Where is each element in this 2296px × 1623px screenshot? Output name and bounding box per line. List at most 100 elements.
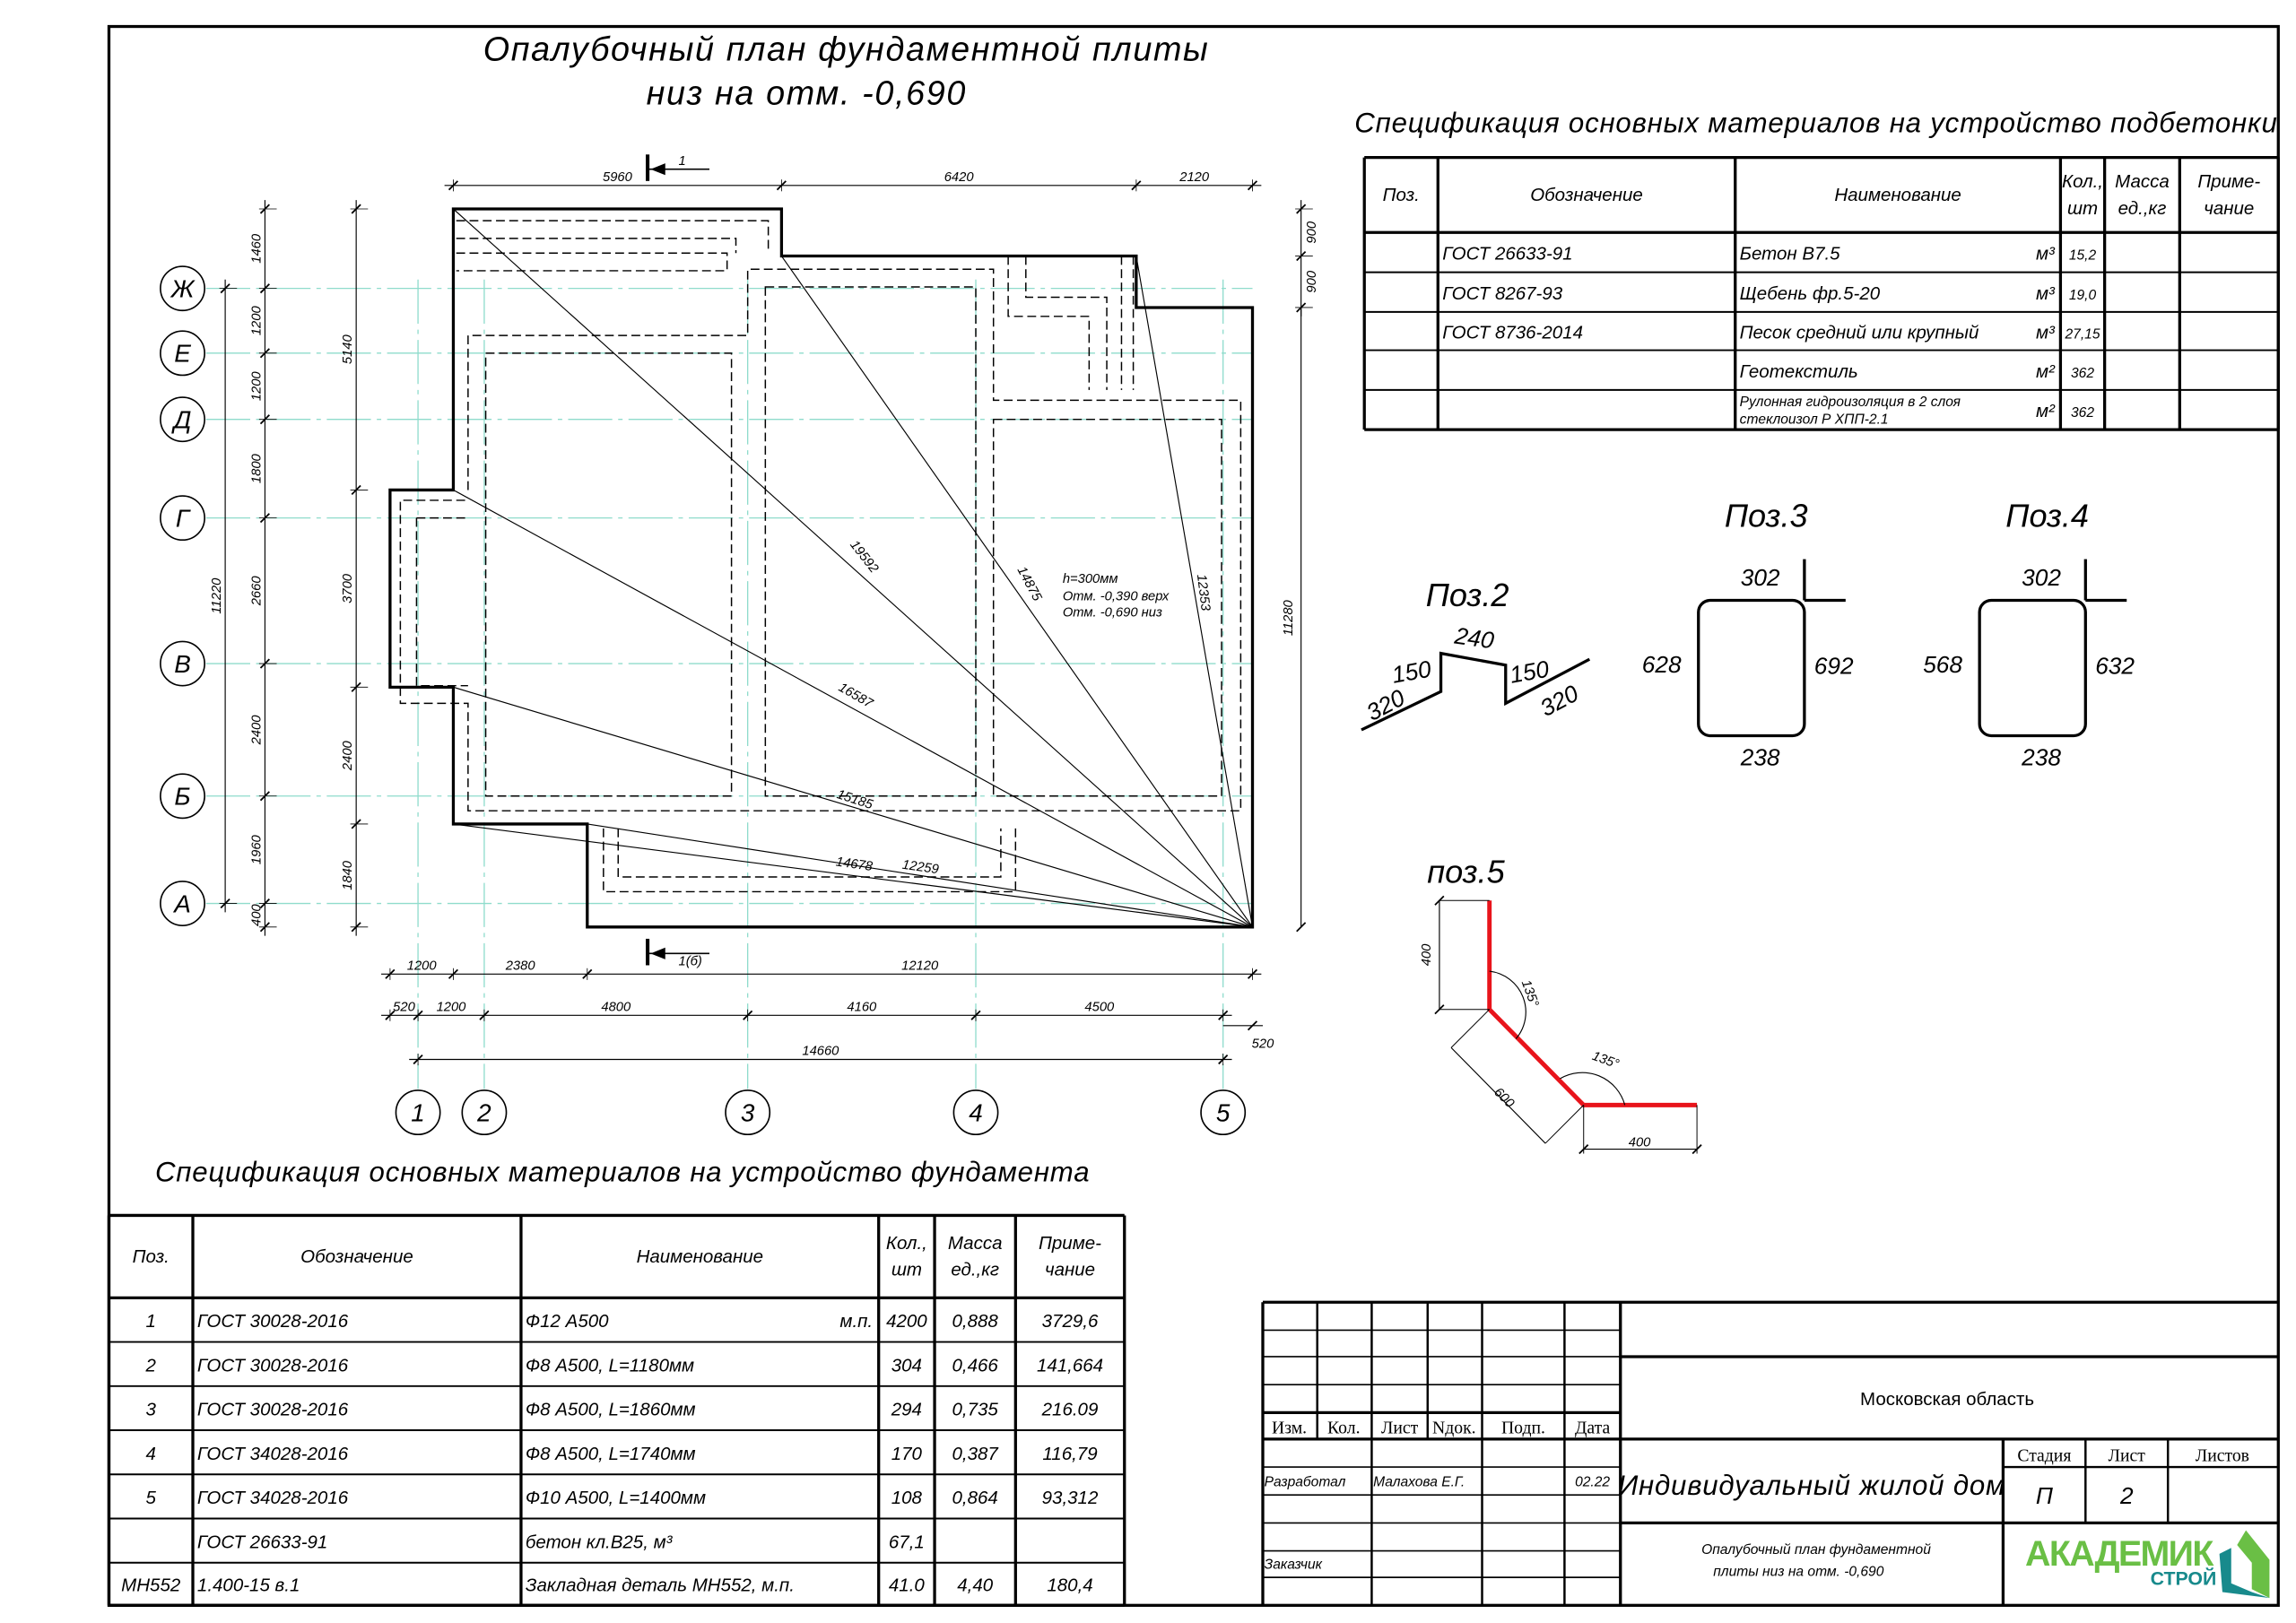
- axis-bubble-Д: [160, 396, 205, 443]
- bend-dimension: 400: [1629, 1135, 1651, 1150]
- axis-bubble-Б: [160, 773, 205, 820]
- table-header: шт: [891, 1260, 922, 1280]
- table-header: ед.,кг: [951, 1260, 999, 1280]
- tb-stage: П: [2036, 1482, 2054, 1509]
- diagonal-check-line: [780, 256, 1253, 928]
- cell-name: стеклоизол Р ХПП-2.1: [1740, 412, 1889, 428]
- axis-bubble-2: [461, 1089, 508, 1136]
- axis-bubble-В: [160, 640, 205, 687]
- logo-house-icon: [2219, 1548, 2270, 1599]
- dimension-value: 3700: [341, 573, 355, 603]
- dimension-value: 1460: [249, 233, 264, 264]
- bend-dimension: 150: [1390, 655, 1434, 689]
- cell-position: 3: [146, 1400, 157, 1420]
- axis-bubble-Е: [160, 330, 205, 377]
- axis-bubble-3: [725, 1089, 771, 1136]
- axis-label: 5: [1216, 1098, 1231, 1126]
- bend-angle: 135°: [1590, 1049, 1621, 1072]
- plan-title-line2: низ на отм. -0,690: [647, 74, 967, 112]
- dimension-value: 5140: [341, 334, 355, 365]
- extension-line: [1544, 1105, 1585, 1144]
- table-header: чание: [2204, 198, 2254, 219]
- cell-position: 4: [146, 1444, 156, 1464]
- axis-label: Е: [174, 340, 191, 368]
- bend-title: Поз.2: [1426, 577, 1509, 613]
- cell-name: Ф12 А500: [526, 1311, 609, 1332]
- cell-name: Ф8 А500, L=1740мм: [526, 1444, 696, 1464]
- cell-designation: ГОСТ 8736-2014: [1442, 322, 1583, 343]
- angle-arc: [1489, 970, 1526, 1039]
- dimension-value: 2400: [341, 740, 355, 771]
- cell-name: Рулонная гидроизоляция в 2 слоя: [1740, 395, 1961, 410]
- slab-note-bottom-level: Отм. -0,690 низ: [1063, 606, 1162, 621]
- cell-unit: м²: [2036, 361, 2056, 382]
- diagonal-check-line: [587, 823, 1253, 928]
- tb-developed-label: Разработал: [1265, 1474, 1346, 1489]
- table-header: Приме-: [2197, 171, 2260, 192]
- bend-angle: 135°: [1518, 978, 1542, 1009]
- dimension-value: 11280: [1282, 599, 1296, 636]
- cell-name: Бетон В7.5: [1740, 244, 1841, 265]
- cell-quantity: 304: [891, 1355, 922, 1376]
- cell-quantity: 27,15: [2065, 326, 2100, 342]
- diagonal-check-line: [453, 208, 1253, 928]
- table-header: Масса: [948, 1233, 1003, 1254]
- diagonal-check-line: [453, 823, 1253, 928]
- dimension-value: 2120: [1178, 170, 1210, 185]
- dashed-beam-outline: [1007, 256, 1091, 390]
- cell-unit: м²: [2036, 401, 2056, 421]
- section-arrowhead: [650, 163, 665, 176]
- table-title: Спецификация основных материалов на устр…: [1354, 108, 2277, 139]
- table-header: Наименование: [1834, 185, 1961, 205]
- dashed-beam-outline: [456, 252, 728, 272]
- cell-designation: ГОСТ 34028-2016: [197, 1488, 349, 1508]
- cell-designation: ГОСТ 30028-2016: [197, 1311, 349, 1332]
- tb-developer: Малахова Е.Г.: [1373, 1474, 1465, 1489]
- dimension-value: 2400: [249, 715, 264, 746]
- dimension-value: 1200: [407, 959, 438, 973]
- dashed-beam-outline: [603, 828, 1017, 893]
- axis-label: 3: [741, 1098, 755, 1126]
- dimension-value: 1200: [437, 1000, 467, 1014]
- bar-shape-poz4: [1978, 598, 2087, 738]
- dimension-tick: [1692, 1144, 1702, 1155]
- diagonal-length: 12353: [1194, 573, 1213, 612]
- extension-line: [1450, 1009, 1491, 1048]
- axis-bubble-5: [1200, 1089, 1247, 1136]
- table-header: Поз.: [133, 1246, 170, 1267]
- axis-label: Д: [171, 406, 192, 434]
- tb-project: Индивидуальный жилой дом: [1618, 1470, 2005, 1501]
- dimension-value: 900: [1305, 270, 1319, 292]
- cell-unit: м³: [2036, 283, 2056, 304]
- dimension-tick: [1296, 922, 1307, 933]
- bend-dimension: 400: [1420, 943, 1434, 966]
- logo-wordmark: АКАДЕМИК: [2025, 1534, 2214, 1574]
- bend-title: поз.5: [1427, 854, 1505, 890]
- dashed-beam-outline: [484, 352, 733, 797]
- cell-quantity: 4200: [886, 1311, 927, 1332]
- cell-note: 116,79: [1042, 1444, 1097, 1464]
- tb-drawing-title: плиты низ на отм. -0,690: [1713, 1564, 1883, 1579]
- cell-mass: 0,735: [952, 1400, 999, 1420]
- cell-note: 141,664: [1037, 1355, 1103, 1376]
- dimension-value: 11220: [210, 577, 224, 614]
- dimension-tick: [1434, 1004, 1445, 1015]
- tb-sheet: 2: [2119, 1482, 2134, 1509]
- cell-note: 93,312: [1042, 1488, 1099, 1508]
- cell-note: 216.09: [1041, 1400, 1099, 1420]
- cell-position: МН552: [121, 1575, 181, 1596]
- axis-label: 2: [476, 1098, 491, 1126]
- axis-bubble-Г: [160, 495, 205, 542]
- tb-customer-label: Заказчик: [1265, 1557, 1323, 1572]
- dashed-beam-outline: [617, 828, 1002, 878]
- dimension-line: [1450, 1046, 1546, 1144]
- dimension-value: 4500: [1084, 1000, 1115, 1014]
- dimension-value: 4160: [847, 1000, 877, 1014]
- angle-arc: [1560, 1072, 1626, 1106]
- diagonal-check-line: [1135, 256, 1254, 927]
- dashed-beam-outline: [764, 286, 977, 797]
- table-header: ед.,кг: [2118, 198, 2167, 219]
